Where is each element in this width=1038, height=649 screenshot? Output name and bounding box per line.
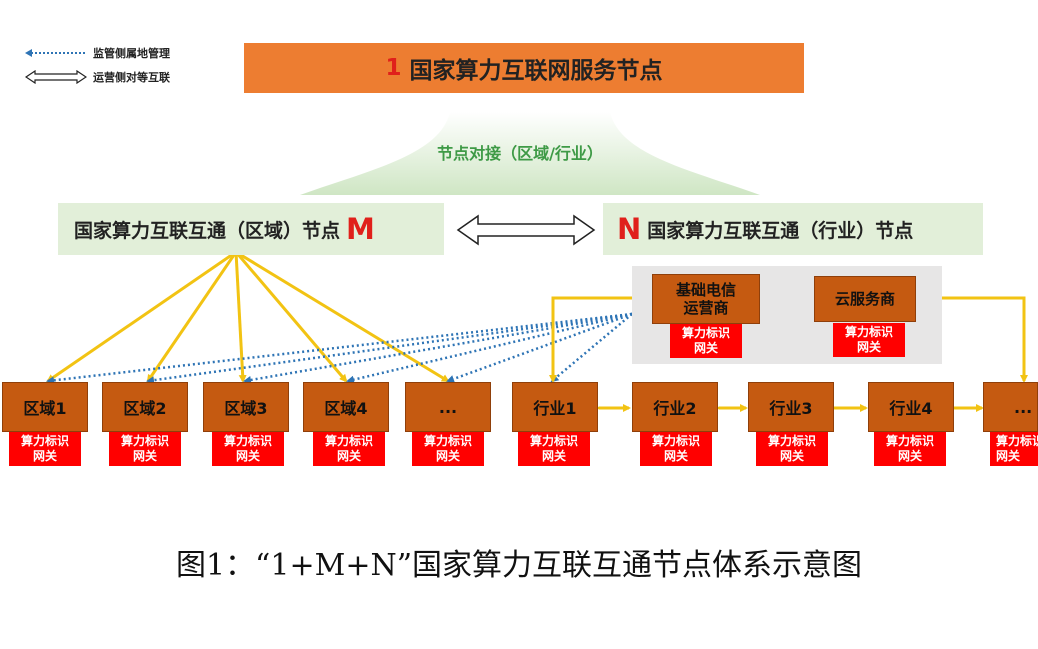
legend-peer: 运营侧对等互联 (25, 69, 170, 85)
gateway-line2: 网关 (336, 449, 361, 463)
legend-peer-label: 运营侧对等互联 (93, 71, 170, 84)
industry-label: ... (1014, 397, 1033, 417)
gateway-line2: 网关 (235, 449, 260, 463)
gateway-line1: 算力标识 (651, 434, 700, 448)
industry-node-label: 国家算力互联互通（行业）节点 (647, 219, 914, 242)
docking-shape (300, 112, 760, 195)
figure-caption: 图1：“1+M+N”国家算力互联互通节点体系示意图 (175, 548, 863, 583)
gateway-line1: 算力标识 (681, 326, 730, 340)
gateway-line1: 算力标识 (423, 434, 472, 448)
gateway-line2: 网关 (693, 341, 718, 355)
industry-box: 行业4 (868, 382, 954, 432)
legend-supervision: 监管侧属地管理 (25, 45, 170, 61)
gateway-tag: 算力标识网关 (9, 432, 81, 466)
region-node: 国家算力互联互通（区域）节点 M (58, 203, 444, 255)
industry-label: 行业4 (889, 399, 933, 418)
gateway-line1: 算力标识 (885, 434, 934, 448)
gateway-line2: 网关 (32, 449, 57, 463)
legend-supervision-label: 监管侧属地管理 (93, 47, 170, 60)
docking-label: 节点对接（区域/行业） (437, 144, 603, 163)
peer-double-arrow (456, 214, 596, 246)
hollow-double-arrow-icon (25, 70, 87, 84)
national-service-node: 1 国家算力互联网服务节点 (244, 43, 804, 93)
telecom-operator-line1: 基础电信 (675, 281, 736, 299)
region-box: 区域1 (2, 382, 88, 432)
region-node-letter: M (346, 212, 375, 246)
supervision-lines (46, 312, 633, 385)
top-node-label: 国家算力互联网服务节点 (409, 58, 663, 84)
top-node-number: 1 (385, 55, 402, 81)
gateway-line2: 网关 (663, 449, 688, 463)
gateway-line2: 网关 (856, 340, 881, 354)
industry-box: 行业3 (748, 382, 834, 432)
industry-node: N 国家算力互联互通（行业）节点 (603, 203, 983, 255)
gateway-line2: 网关 (779, 449, 804, 463)
gateway-line1: 算力标识 (767, 434, 816, 448)
industry-box: 行业2 (632, 382, 718, 432)
industry-box: 行业1 (512, 382, 598, 432)
gateway-line1: 算力标识 (324, 434, 373, 448)
gateway-tag: 算力标识网关 (313, 432, 385, 466)
region-box: 区域4 (303, 382, 389, 432)
gateway-line2: 网关 (996, 449, 1021, 463)
telecom-operator-box: 基础电信 运营商 (652, 274, 760, 324)
dotted-arrow-icon (25, 49, 85, 57)
industry-node-letter: N (617, 212, 642, 246)
gateway-tag: 算力标识网关 (756, 432, 828, 466)
gateway-line1: 算力标识 (20, 434, 69, 448)
gateway-tag: 算力标识网关 (212, 432, 284, 466)
gateway-line2: 网关 (541, 449, 566, 463)
region-box: 区域2 (102, 382, 188, 432)
gateway-line1: 算力标识 (844, 325, 893, 339)
region-fan-arrows (46, 250, 450, 383)
gateway-tag: 算力标识 网关 (670, 324, 742, 358)
cloud-provider-label: 云服务商 (834, 290, 895, 308)
region-label: ... (438, 397, 458, 417)
region-label: 区域2 (123, 399, 167, 418)
region-label: 区域1 (23, 399, 67, 418)
telecom-operator-line2: 运营商 (683, 299, 729, 317)
gateway-line1: 算力标识 (120, 434, 169, 448)
gateway-tag: 算力标识网关 (412, 432, 484, 466)
gateway-line2: 网关 (897, 449, 922, 463)
region-box: 区域3 (203, 382, 289, 432)
industry-label: 行业3 (769, 399, 813, 418)
gateway-tag: 算力标识网关 (874, 432, 946, 466)
industry-label: 行业2 (653, 399, 697, 418)
gateway-tag: 算力标识网关 (640, 432, 712, 466)
gateway-tag: 算力标识网关 (109, 432, 181, 466)
gateway-line2: 网关 (132, 449, 157, 463)
industry-label: 行业1 (533, 399, 577, 418)
gateway-line1: 算力标识 (529, 434, 578, 448)
gateway-tag: 算力标识 网关 (833, 323, 905, 357)
region-label: 区域3 (224, 399, 268, 418)
region-label: 区域4 (324, 399, 368, 418)
gateway-tag: 算力标识网关 (518, 432, 590, 466)
region-box: ... (405, 382, 491, 432)
industry-box: ... (983, 382, 1038, 432)
gateway-line2: 网关 (435, 449, 460, 463)
cloud-provider-box: 云服务商 (814, 276, 916, 322)
gateway-line1: 算力标识 (996, 434, 1038, 448)
region-node-label: 国家算力互联互通（区域）节点 (74, 219, 341, 242)
gateway-line1: 算力标识 (223, 434, 272, 448)
